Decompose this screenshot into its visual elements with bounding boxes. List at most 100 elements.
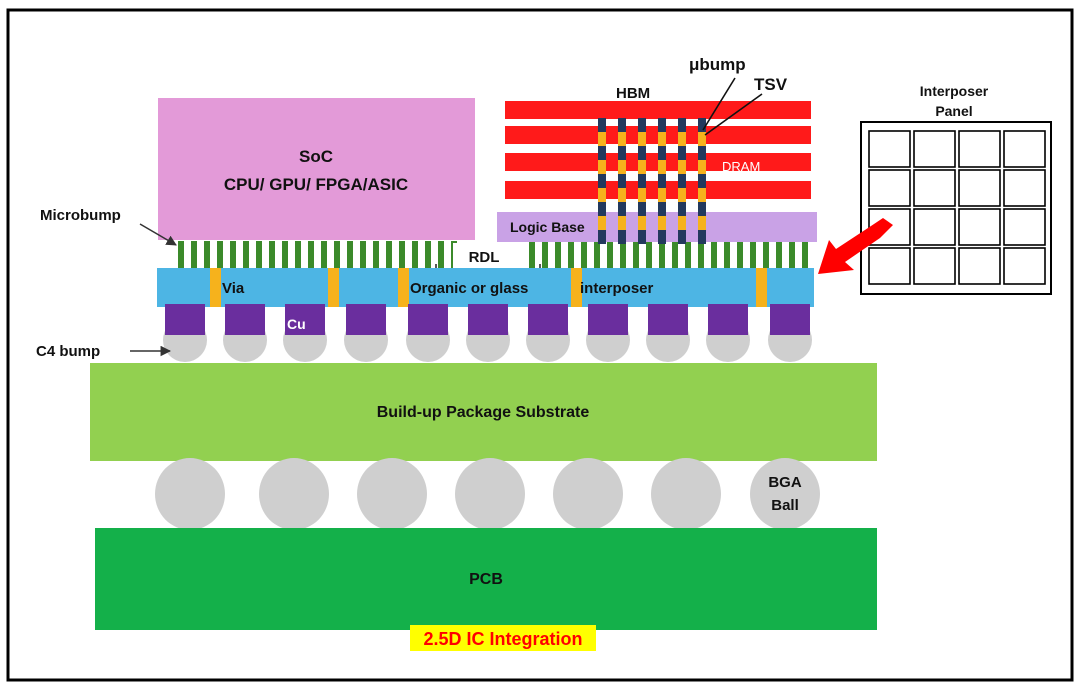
pcb-board xyxy=(95,528,877,630)
microbump-label: Microbump xyxy=(40,207,121,224)
microbump xyxy=(685,241,691,268)
tsv-segment xyxy=(598,160,606,174)
tsv-segment xyxy=(638,146,646,160)
microbump xyxy=(802,241,808,268)
microbump-array xyxy=(178,241,808,268)
tsv-segment xyxy=(618,146,626,160)
tsv-segment xyxy=(678,160,686,174)
panel-sub-label: Panel xyxy=(935,103,972,119)
bga-ball xyxy=(553,458,623,530)
bga-ball xyxy=(155,458,225,530)
tsv-segment xyxy=(678,132,686,146)
microbump xyxy=(217,241,223,268)
tsv-segment xyxy=(678,146,686,160)
microbump xyxy=(763,241,769,268)
tsv-segment xyxy=(618,230,626,244)
panel-cell xyxy=(868,169,911,207)
tsv-segment xyxy=(698,188,706,202)
via-array xyxy=(210,268,767,307)
dram-layer xyxy=(505,101,811,119)
microbump xyxy=(399,241,405,268)
cu-pad xyxy=(708,304,748,335)
interposer-label: interposer xyxy=(580,280,654,297)
panel-cell xyxy=(1003,169,1046,207)
microbump xyxy=(698,241,704,268)
cu-pad xyxy=(165,304,205,335)
microbump xyxy=(178,241,184,268)
tsv-segment xyxy=(618,160,626,174)
tsv-segment xyxy=(678,230,686,244)
tsv-segment xyxy=(618,216,626,230)
bga-ball xyxy=(259,458,329,530)
tsv-segment xyxy=(698,216,706,230)
bga-ball xyxy=(750,458,820,530)
title-highlight xyxy=(410,625,596,651)
panel-cell xyxy=(913,247,956,285)
tsv-segment xyxy=(638,118,646,132)
tsv-array xyxy=(598,118,706,244)
tsv-segment xyxy=(678,216,686,230)
tsv-segment xyxy=(658,118,666,132)
panel-cell xyxy=(913,130,956,168)
soc-type-label: CPU/ GPU/ FPGA/ASIC xyxy=(224,175,408,194)
panel-cell xyxy=(868,130,911,168)
microbump-arrow xyxy=(139,223,177,246)
tsv-segment xyxy=(658,202,666,216)
rdl-box xyxy=(453,243,515,269)
rdl-label: RDL xyxy=(469,249,500,266)
tsv-segment xyxy=(618,188,626,202)
microbump xyxy=(347,241,353,268)
microbump xyxy=(334,241,340,268)
tsv-segment xyxy=(698,202,706,216)
microbump xyxy=(425,241,431,268)
panel-cell xyxy=(958,247,1001,285)
logic-base-label: Logic Base xyxy=(510,219,585,235)
tsv-segment xyxy=(598,174,606,188)
cu-pad xyxy=(588,304,628,335)
tsv-segment xyxy=(598,146,606,160)
tsv-segment xyxy=(638,132,646,146)
microbump xyxy=(620,241,626,268)
tsv-segment xyxy=(598,230,606,244)
tsv-segment xyxy=(658,146,666,160)
panel-cell xyxy=(1003,130,1046,168)
tsv-segment xyxy=(598,188,606,202)
dram-label: DRAM xyxy=(722,159,760,174)
interposer-layer xyxy=(157,268,814,307)
microbump xyxy=(594,241,600,268)
tsv-leader-line xyxy=(704,93,763,136)
panel-to-interposer-arrow xyxy=(818,218,893,274)
microbump xyxy=(412,241,418,268)
cu-pad xyxy=(468,304,508,335)
microbump xyxy=(308,241,314,268)
microbump xyxy=(542,241,548,268)
tsv-segment xyxy=(598,132,606,146)
microbump xyxy=(568,241,574,268)
microbump xyxy=(243,241,249,268)
microbump xyxy=(711,241,717,268)
microbump xyxy=(750,241,756,268)
microbump xyxy=(360,241,366,268)
cu-pad xyxy=(225,304,265,335)
tsv-segment xyxy=(598,118,606,132)
ubump-leader-line xyxy=(702,77,736,131)
tsv-segment xyxy=(598,216,606,230)
tsv-segment xyxy=(658,160,666,174)
panel-cell xyxy=(1003,247,1046,285)
c4-bump-label: C4 bump xyxy=(36,343,100,360)
cu-pad xyxy=(346,304,386,335)
interposer-via xyxy=(210,268,221,307)
bga-ball xyxy=(357,458,427,530)
pcb-label: PCB xyxy=(469,571,503,588)
cu-pad xyxy=(408,304,448,335)
bga-ball xyxy=(651,458,721,530)
bga-label: BGA xyxy=(768,474,802,491)
bga-ball-array xyxy=(155,458,820,530)
interposer-via xyxy=(328,268,339,307)
tsv-segment xyxy=(658,132,666,146)
tsv-segment xyxy=(698,160,706,174)
microbump xyxy=(269,241,275,268)
microbump xyxy=(386,241,392,268)
microbump xyxy=(724,241,730,268)
